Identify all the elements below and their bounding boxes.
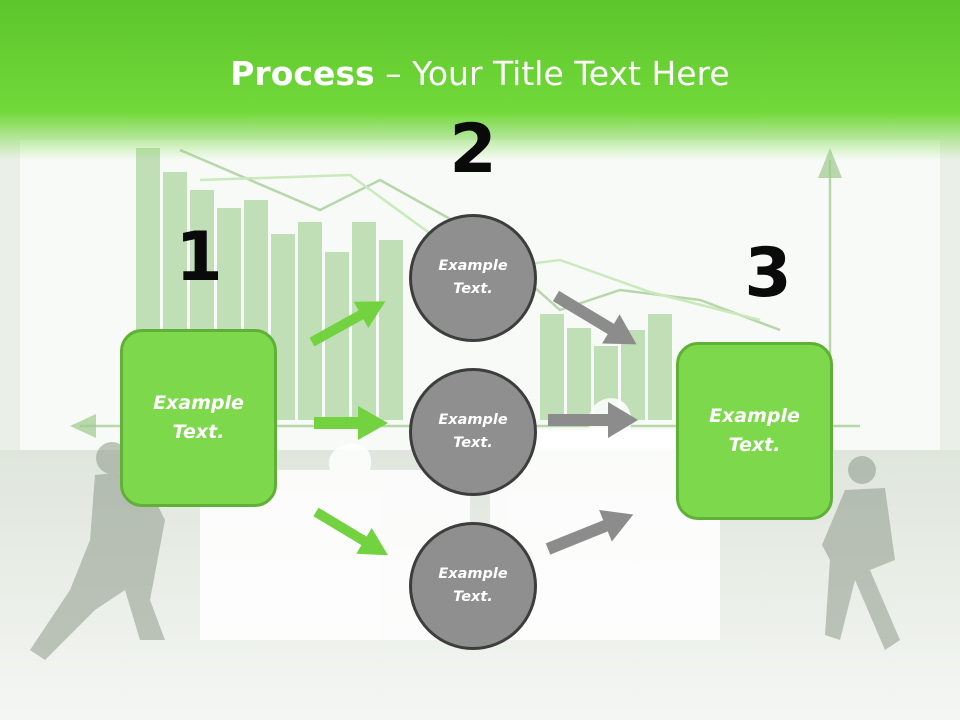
green-arrows <box>309 301 389 556</box>
slide-title: Process – Your Title Text Here <box>0 52 960 96</box>
circle-bottom-text: Example Text. <box>438 566 508 605</box>
step-box-1: Example Text. <box>120 329 277 507</box>
arrow-gray-up <box>545 510 634 555</box>
circle-top: Example Text. <box>409 214 537 342</box>
step-number-1: 1 <box>175 218 223 297</box>
title-bold: Process <box>230 54 375 93</box>
arrow-green-down <box>313 507 389 556</box>
arrow-green-right <box>314 406 388 440</box>
step-box-3-text: Example Text. <box>709 405 800 456</box>
arrow-green-up <box>309 301 386 347</box>
circle-middle-text: Example Text. <box>438 412 508 451</box>
circle-middle: Example Text. <box>409 368 537 496</box>
circle-bottom: Example Text. <box>409 522 537 650</box>
title-rest: Your Title Text Here <box>412 54 730 93</box>
gray-arrows <box>545 290 638 555</box>
arrow-gray-right <box>548 402 638 438</box>
step-box-1-text: Example Text. <box>153 392 244 443</box>
step-box-3: Example Text. <box>676 342 833 520</box>
step-number-3: 3 <box>744 234 792 313</box>
step-number-2: 2 <box>449 110 497 189</box>
arrow-gray-down <box>552 290 637 345</box>
title-dash: – <box>374 54 413 93</box>
circle-top-text: Example Text. <box>438 258 508 297</box>
